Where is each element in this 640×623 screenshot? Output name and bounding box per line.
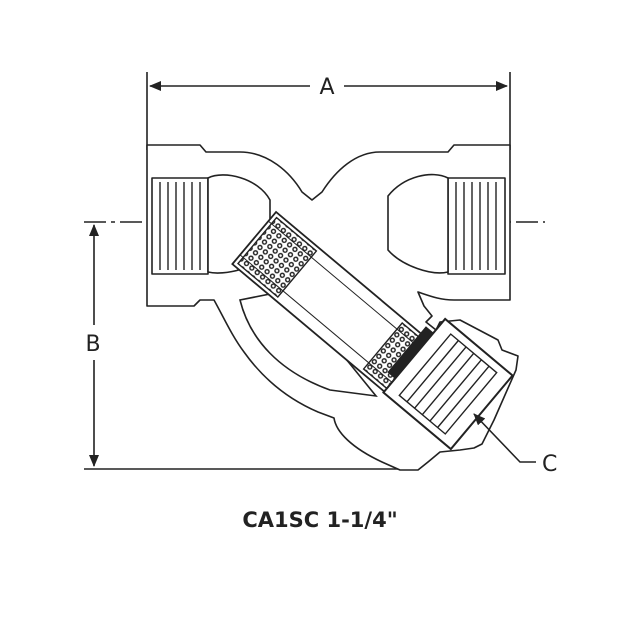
thread-lines [159,182,497,270]
model-title: CA1SC 1-1/4" [242,508,398,532]
screen-cavity [239,289,378,398]
dimension-c-leader [473,413,536,463]
dimension-b-label: B [85,332,100,357]
dimension-a [146,72,511,150]
dimension-a-label: A [319,75,334,100]
retainer-cap [382,317,514,451]
right-port-inner [387,173,449,274]
left-port-thread [151,177,209,275]
dimension-c-label: C [542,452,557,477]
dimension-c [473,413,536,463]
screen-mesh-upper [236,216,318,298]
